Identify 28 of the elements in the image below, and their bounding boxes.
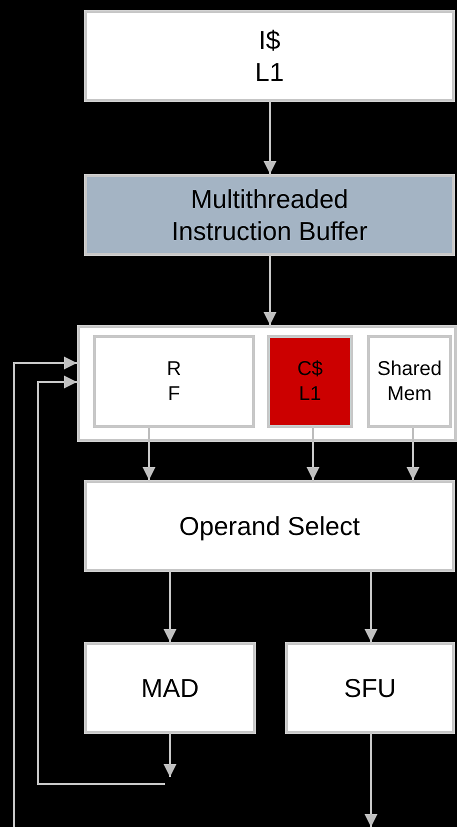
arrow [364, 572, 378, 642]
arrow [13, 356, 77, 827]
cache-box [84, 10, 455, 102]
constant-cache-box [267, 335, 353, 428]
arrow [264, 102, 276, 174]
box-label: SFU [344, 672, 396, 704]
buffer-box [84, 174, 455, 256]
arrow [406, 428, 420, 480]
mad-unit-box [84, 642, 256, 734]
box-label: Operand Select [179, 510, 360, 542]
box-label: R F [166, 356, 182, 406]
box-label: Multithreaded Instruction Buffer [170, 182, 369, 248]
sfu-unit-box [285, 642, 455, 734]
storage-panel [77, 325, 457, 442]
box-label: MAD [141, 672, 199, 704]
arrow [264, 256, 276, 325]
register-file-box [93, 335, 255, 428]
box-label: C$ L1 [297, 356, 323, 406]
shared-memory-box [367, 335, 452, 428]
box-label: I$ L1 [255, 24, 284, 88]
arrow [164, 572, 176, 642]
arrow [142, 428, 156, 480]
arrow [37, 376, 165, 785]
box-label: Shared Mem [377, 356, 442, 406]
arrow [306, 428, 320, 480]
arrow [164, 734, 176, 777]
arrow [364, 734, 378, 827]
operand-select-box [84, 480, 455, 572]
